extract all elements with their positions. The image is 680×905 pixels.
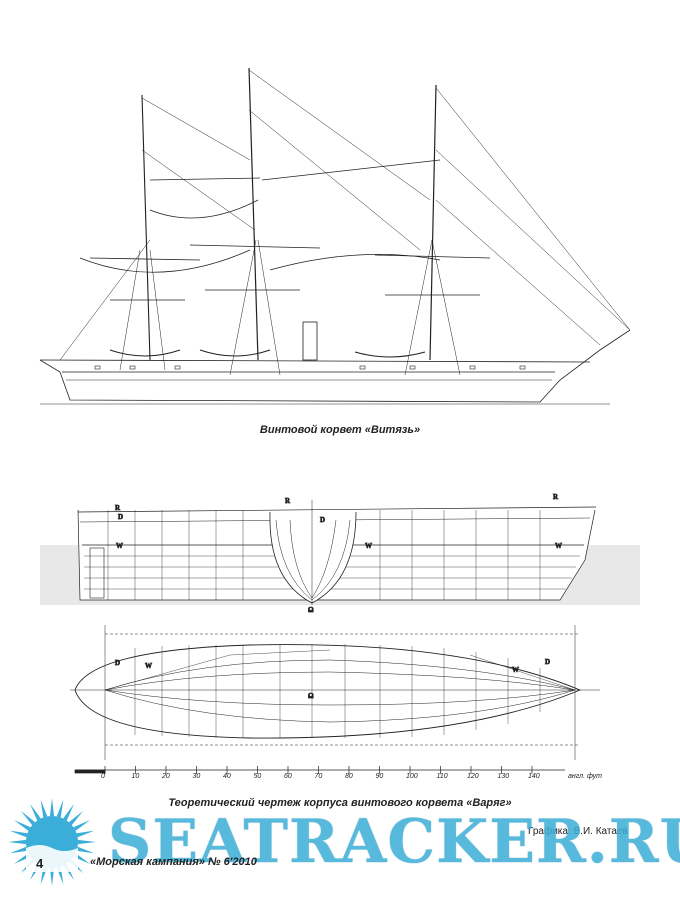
label-d-plan: D — [115, 659, 120, 667]
sun-ray — [77, 839, 96, 845]
scale-tick-label: 0 — [101, 773, 105, 780]
label-omega-plan: Ω — [308, 692, 314, 700]
scale-tick-label: 70 — [315, 773, 323, 780]
scale-tick-label: 50 — [254, 773, 262, 780]
scale-tick-label: 140 — [528, 773, 540, 780]
scale-unit: англ. фут — [568, 773, 602, 780]
scale-tick-label: 10 — [132, 773, 140, 780]
scale-tick-label: 130 — [498, 773, 510, 780]
scale-tick-label: 90 — [376, 773, 384, 780]
graphics-credit: Графика: В.И. Катаев — [528, 826, 628, 837]
label-r-mid: R — [285, 497, 291, 505]
label-omega-top: Ω — [308, 606, 314, 614]
caption-vityaz: Винтовой корвет «Витязь» — [259, 424, 421, 436]
sun-ray — [76, 846, 95, 854]
label-w-left: W — [116, 542, 123, 550]
sun-ray — [30, 803, 41, 821]
label-w-plan-left: W — [145, 662, 152, 670]
magazine-issue: «Морская кампания» № 6'2010 — [90, 856, 257, 868]
page-number: 4 — [36, 856, 44, 871]
scale-tick-label: 60 — [284, 773, 292, 780]
scale-tick-label: 30 — [193, 773, 201, 780]
sun-ray — [68, 810, 84, 826]
sheer-plan: R R R D D W W W Ω — [40, 493, 640, 614]
scale-bar — [74, 766, 565, 774]
sun-ray — [49, 798, 55, 817]
caption-varyag: Теоретический чертеж корпуса винтового к… — [168, 797, 512, 809]
sun-ray — [63, 803, 74, 821]
label-d-left: D — [118, 513, 123, 521]
scale-labels: 0 10 20 30 40 50 60 70 80 90 100 110 120 130 140 — [101, 773, 540, 780]
label-d-plan-right: D — [545, 658, 550, 666]
sun-ray — [8, 839, 27, 845]
label-r-left: R — [115, 504, 121, 512]
sun-ray — [73, 820, 91, 831]
half-breadth-plan: D W W D Ω — [70, 625, 600, 760]
label-w-plan-right: W — [512, 666, 519, 674]
seatracker-logo-icon — [8, 798, 96, 886]
scale-tick-label: 40 — [223, 773, 231, 780]
label-w-right: W — [555, 542, 562, 550]
ship-profile — [39, 67, 631, 405]
sun-ray — [56, 799, 64, 818]
sun-ray — [20, 810, 36, 826]
sun-ray — [9, 846, 28, 854]
watermark-text: SEATRACKER.RU — [108, 807, 680, 877]
scale-tick-label: 80 — [345, 773, 353, 780]
sun-ray — [9, 830, 28, 838]
sun-ray — [76, 830, 95, 838]
label-d-mid: D — [320, 516, 325, 524]
sun-ray — [49, 867, 55, 886]
scale-tick-label: 20 — [161, 773, 170, 780]
scale-tick-label: 110 — [437, 773, 448, 780]
scale-tick-label: 120 — [467, 773, 479, 780]
sun-ray — [13, 820, 31, 831]
scale-tick-label: 100 — [406, 773, 418, 780]
sun-ray — [40, 799, 48, 818]
label-w-mid: W — [365, 542, 372, 550]
label-r-right: R — [553, 493, 559, 501]
